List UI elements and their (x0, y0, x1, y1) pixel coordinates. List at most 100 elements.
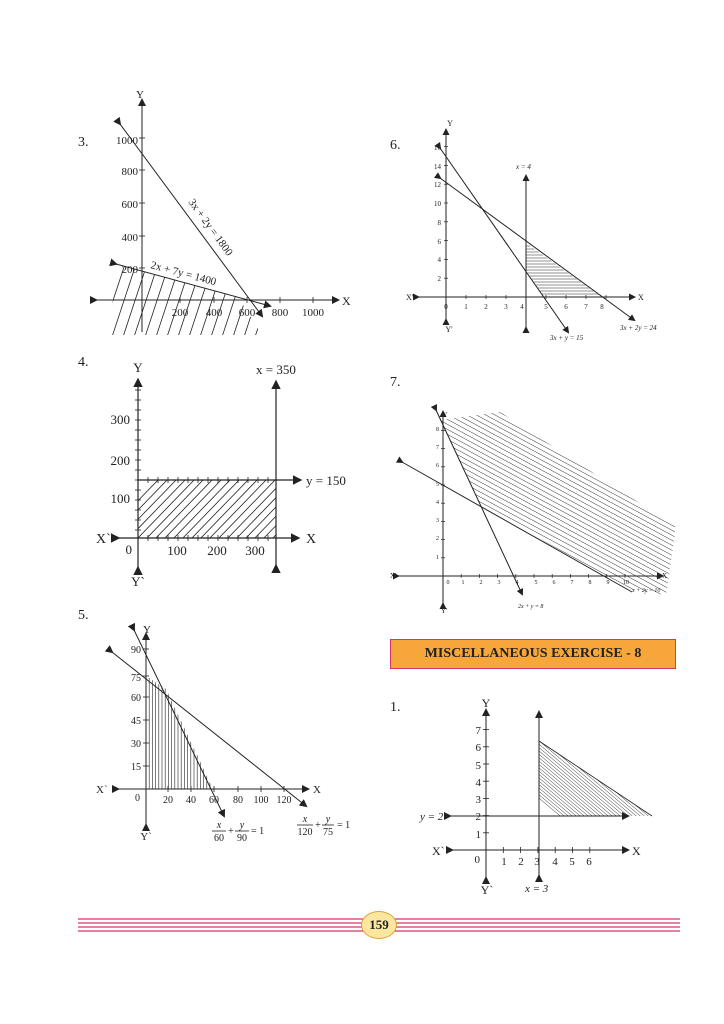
line-label: y = 150 (306, 473, 346, 488)
hatch-line (220, 265, 250, 335)
hatch-line (629, 741, 652, 816)
x-neg-label: X` (96, 784, 108, 796)
hatch-line (621, 741, 652, 816)
tick-label: 2 (518, 856, 524, 868)
tick-label: 12 (434, 181, 442, 189)
hatch-line (565, 741, 652, 816)
hatch-line (539, 741, 578, 816)
hatch-line (641, 741, 652, 816)
tick-label: 10 (623, 580, 629, 586)
hatch-line (440, 414, 675, 556)
hatch-line (605, 741, 652, 816)
hatch-line (440, 412, 675, 516)
hatch-line (191, 480, 249, 538)
hatch-line (187, 265, 217, 335)
tick-label: 4 (436, 500, 439, 506)
tick-label: 1 (462, 580, 465, 586)
tick-label: 8 (600, 303, 604, 311)
hatch-line (182, 480, 240, 538)
line-label: 3x + y = 15 (549, 334, 584, 342)
tick-label: 3 (504, 303, 508, 311)
hatch-line (440, 412, 675, 431)
graph-problem-7: Y Y' X X' 0 8 7 6 5 4 3 2 1 1 2 3 4 5 6 … (390, 403, 675, 615)
graph-misc-1: Y Y` X X` 0 7 6 5 4 3 2 1 1 2 3 4 5 6 x … (419, 696, 670, 897)
hatch-line (539, 741, 622, 816)
hatch-line (539, 741, 582, 816)
hatch-line (440, 412, 675, 446)
tick-label: 14 (434, 163, 442, 171)
tick-label: 120 (277, 795, 292, 806)
problem-number-4: 4. (78, 355, 89, 370)
hatch-line (440, 424, 675, 566)
hatch-line (597, 741, 652, 816)
hatch-line (265, 255, 293, 340)
problem-number-3: 3. (78, 135, 89, 150)
hatch-line (658, 740, 670, 820)
tick-label: 300 (111, 412, 131, 427)
section-heading: MISCELLANEOUS EXERCISE - 8 (390, 639, 676, 669)
x-axis-label: X (342, 294, 351, 308)
y-axis-label: Y (136, 89, 144, 101)
line-2x-y-8 (430, 403, 524, 596)
hatch-line (573, 741, 652, 816)
hatch-line (539, 741, 590, 816)
hatch-line (440, 412, 675, 426)
hatch-line (138, 480, 159, 502)
problem-number-6: 6. (390, 138, 401, 153)
line-x120-y75 (104, 645, 308, 808)
tick-label: 2 (436, 536, 439, 542)
equation-label-2: x 120 + y 75 = 1 (297, 814, 350, 838)
tick-label: 5 (544, 303, 548, 311)
tick-label: 9 (607, 580, 610, 586)
hatch-line (539, 741, 630, 816)
x-axis-label: X (632, 844, 641, 858)
tick-label: 1 (476, 829, 482, 841)
hatch-line (577, 741, 652, 816)
tick-label: 200 (122, 264, 139, 276)
origin-label: 0 (475, 854, 481, 866)
tick-label: 80 (233, 795, 243, 806)
tick-label: 100 (111, 491, 131, 506)
line-label: 2x + y = 8 (518, 604, 543, 610)
hatch-line (430, 605, 675, 615)
tick-label: 300 (245, 543, 265, 558)
tick-label: 15 (131, 762, 141, 773)
tick-label: 1 (464, 303, 468, 311)
tick-label: 7 (476, 725, 482, 737)
tick-label: 90 (131, 645, 141, 656)
hatch-line (440, 412, 675, 421)
line-label: x = 4 (515, 163, 531, 171)
tick-label: 6 (564, 303, 568, 311)
page-number: 159 (361, 911, 397, 939)
hatch-line (581, 741, 652, 816)
tick-label: 2 (476, 811, 482, 823)
tick-label: 200 (172, 307, 189, 319)
y-neg-label: Y' (441, 607, 447, 615)
svg-text:+: + (228, 826, 234, 837)
tick-label: 7 (436, 445, 439, 451)
tick-label: 3 (436, 518, 439, 524)
hatch-line (440, 489, 675, 595)
graph-problem-4: Y Y` X X` 0 300 200 100 100 200 300 x = … (96, 360, 346, 589)
tick-label: 60 (209, 795, 219, 806)
hatch-line (662, 740, 670, 820)
tick-label: 40 (186, 795, 196, 806)
hatch-line (298, 255, 326, 340)
hatch-line (539, 741, 602, 816)
hatch-line (164, 480, 222, 538)
tick-label: 400 (206, 307, 223, 319)
hatch-line (617, 741, 652, 816)
y-neg-label: Y` (481, 883, 494, 897)
hatch-line (440, 412, 675, 551)
hatch-line (440, 504, 675, 595)
hatch-line (440, 514, 675, 595)
feasible-region-hatch (526, 243, 602, 297)
hatch-line (430, 600, 675, 615)
hatch-line (245, 506, 276, 538)
y-axis-label: Y (442, 411, 447, 419)
line-3x-2y-24 (433, 172, 636, 322)
hatch-line (440, 519, 675, 595)
problem-number-misc-1: 1. (390, 700, 401, 715)
svg-text:y: y (325, 814, 331, 825)
tick-label: 2 (480, 580, 483, 586)
